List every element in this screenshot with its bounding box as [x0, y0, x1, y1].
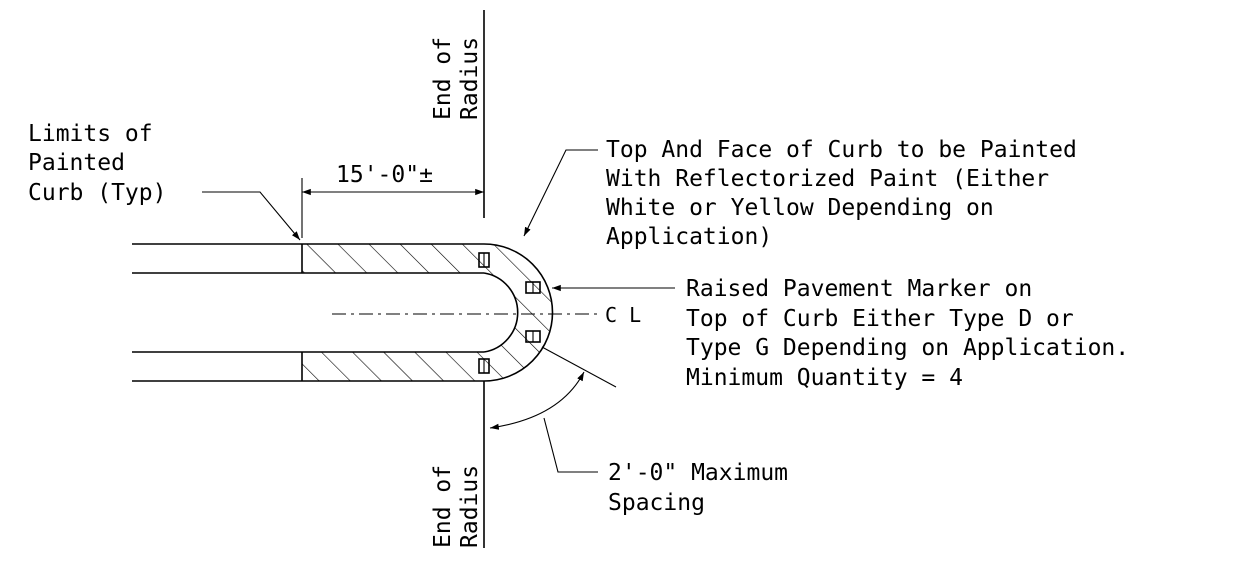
- marker-note-line1: Raised Pavement Marker on: [686, 276, 1032, 302]
- spacing-arc: [489, 371, 585, 430]
- centerline-symbol-icon: C L: [605, 303, 641, 327]
- paint-note-line1: Top And Face of Curb to be Painted: [606, 137, 1077, 163]
- pavement-marker-2-icon: [525, 281, 541, 294]
- paint-note-line4: Application): [606, 224, 772, 250]
- end-radius-bottom-line2: Radius: [457, 465, 483, 548]
- paint-note-line3: White or Yellow Depending on: [606, 195, 994, 221]
- spacing-label-line2: Spacing: [608, 490, 705, 516]
- spacing-radial-line: [541, 346, 617, 388]
- end-radius-top-line1: End of: [430, 37, 456, 120]
- marker-note-line4: Minimum Quantity = 4: [686, 365, 963, 391]
- pavement-markers: [478, 252, 541, 374]
- end-radius-top-line2: Radius: [457, 37, 483, 120]
- marker-note-line2: Top of Curb Either Type D or: [686, 306, 1074, 332]
- limits-label-line3: Curb (Typ): [28, 180, 166, 206]
- pavement-marker-3-icon: [525, 330, 541, 343]
- limits-label-line1: Limits of: [28, 121, 153, 147]
- spacing-label-line1: 2'-0" Maximum: [608, 460, 788, 486]
- paint-note-line2: With Reflectorized Paint (Either: [606, 166, 1049, 192]
- limits-leader: [202, 191, 301, 241]
- spacing-leader: [543, 417, 598, 473]
- painted-curb-hatch: [302, 244, 553, 381]
- end-radius-bottom-line1: End of: [430, 465, 456, 548]
- pavement-marker-1-icon: [478, 252, 490, 268]
- dimension-15ft: [301, 178, 484, 238]
- limits-label-line2: Painted: [28, 150, 125, 176]
- dimension-label: 15'-0"±: [336, 162, 433, 188]
- paint-leader: [523, 149, 598, 237]
- marker-note-line3: Type G Depending on Application.: [686, 335, 1129, 361]
- centerline-symbol-text: C L: [605, 303, 641, 327]
- pavement-marker-4-icon: [478, 358, 490, 374]
